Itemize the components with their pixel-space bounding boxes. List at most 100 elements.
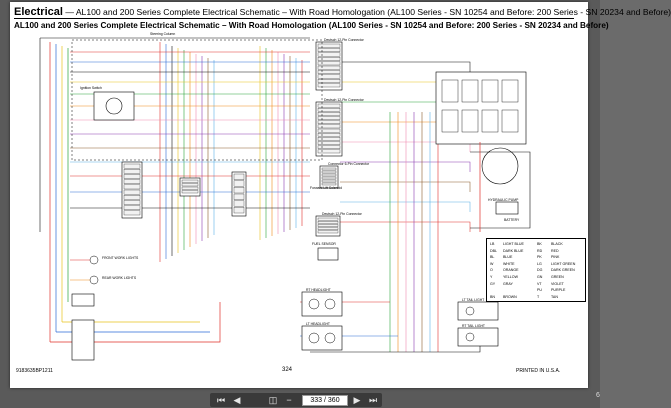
- legend-code: PU: [537, 288, 542, 293]
- legend-color-name: PURPLE: [551, 288, 566, 293]
- label-deutsch-connector-1: Deutsch 12-Pin Connector: [324, 38, 364, 42]
- legend-code: VT: [537, 281, 542, 286]
- connector-pin: [123, 189, 141, 195]
- connector-pin: [317, 65, 341, 70]
- connector-pin: [317, 103, 341, 108]
- zoom-out-icon: −: [286, 395, 292, 405]
- connector-pin: [317, 112, 341, 116]
- legend-color-name: RED: [551, 248, 559, 253]
- rt-headlight-box: [301, 291, 343, 317]
- next-page-button[interactable]: ▶: [350, 395, 364, 405]
- wire: [340, 161, 471, 172]
- connector-pin: [123, 169, 141, 174]
- connector-pin: [321, 173, 337, 177]
- connector-pin: [321, 170, 337, 174]
- connector-pin: [317, 70, 341, 74]
- legend-code: PK: [537, 255, 542, 260]
- headlight-lamp: [324, 298, 336, 310]
- legend-code: W: [490, 261, 494, 266]
- connector-pin: [181, 186, 199, 190]
- wire: [340, 61, 471, 72]
- connector-pin: [317, 221, 339, 224]
- connector-pin: [123, 163, 141, 169]
- headlight-lamp: [324, 332, 336, 344]
- tail-lamp: [465, 332, 475, 342]
- label-rt-tail-light: RT TAIL LIGHT: [462, 324, 485, 328]
- fit-page-icon: ◫: [268, 395, 278, 405]
- battery-symbol: [495, 201, 519, 215]
- connector-pin: [123, 210, 141, 216]
- connector-pin: [317, 145, 341, 149]
- legend-color-name: DARK GREEN: [551, 268, 575, 273]
- legend-color-name: BLUE: [503, 255, 513, 260]
- headlight-lamp: [308, 332, 320, 344]
- connector-pin: [321, 179, 337, 183]
- legend-color-name: BLACK: [551, 242, 563, 246]
- connector-pin: [181, 179, 199, 183]
- label-lt-tail-light: LT TAIL LIGHT: [462, 298, 485, 302]
- indicator-module: [461, 109, 479, 133]
- connector-pin: [233, 200, 245, 207]
- connector-pin: [321, 182, 337, 186]
- indicator-module: [501, 79, 519, 103]
- indicator-module: [481, 79, 499, 103]
- connector-pin: [317, 217, 339, 221]
- connector-pin: [123, 195, 141, 200]
- zoom-out-button[interactable]: −: [282, 395, 296, 405]
- schematic-subtitle: AL100 and 200 Series Complete Electrical…: [14, 21, 609, 30]
- fit-page-button[interactable]: ◫: [266, 395, 280, 405]
- first-page-button[interactable]: ⏮: [214, 395, 228, 405]
- steering-column-frame: [71, 39, 323, 161]
- connector-pin: [317, 57, 341, 61]
- connector-pin: [233, 173, 245, 180]
- indicator-module: [481, 109, 499, 133]
- wire: [340, 201, 471, 212]
- previous-page-button[interactable]: ◀: [230, 395, 244, 405]
- connector-pin: [317, 43, 341, 48]
- legend-code: GY: [490, 281, 496, 286]
- last-page-icon: ⏭: [368, 395, 378, 405]
- connector-pin: [317, 124, 341, 129]
- connector-pin: [233, 207, 245, 214]
- legend-color-name: TAN: [551, 294, 558, 299]
- section-title: Electrical: [14, 6, 63, 18]
- indicator-module: [501, 109, 519, 133]
- next-page-edge-number: 6: [596, 392, 600, 399]
- page-title: Electrical — AL100 and 200 Series Comple…: [14, 6, 671, 18]
- front-work-light-lamp: [89, 255, 99, 265]
- hydraulic-pump-symbol: [481, 147, 519, 185]
- label-lt-headlight: LT HEADLIGHT: [306, 322, 330, 326]
- previous-icon: ◀: [233, 395, 241, 405]
- legend-color-name: GREEN: [551, 275, 564, 279]
- connector-pin: [317, 133, 341, 137]
- connector-pin: [317, 48, 341, 52]
- tail-lamp: [465, 306, 475, 316]
- connector-pin: [317, 224, 339, 227]
- indicator-module: [441, 79, 459, 103]
- connector-pin: [317, 61, 341, 66]
- next-icon: ▶: [353, 395, 361, 405]
- legend-code: BL: [490, 255, 495, 260]
- connector-pin: [317, 108, 341, 112]
- connector-pin: [317, 52, 341, 57]
- electrical-schematic: [39, 37, 531, 361]
- legend-code: RD: [537, 248, 543, 253]
- wire: [340, 181, 471, 192]
- connector-pin: [317, 120, 341, 124]
- connector-pin: [181, 183, 199, 187]
- connector-pin: [317, 141, 341, 145]
- label-forward-lift-solenoid: Forward Lift Solenoid: [310, 186, 343, 190]
- connector-pin: [317, 227, 339, 230]
- legend-code: DG: [537, 268, 543, 273]
- legend-code: BK: [537, 242, 542, 246]
- page-number-field[interactable]: 333 / 360: [302, 395, 348, 406]
- legend-color-name: BROWN: [503, 294, 517, 299]
- last-page-button[interactable]: ⏭: [366, 395, 380, 405]
- label-battery: BATTERY: [504, 218, 520, 222]
- headlight-lamp: [308, 298, 320, 310]
- label-rt-headlight: RT HEADLIGHT: [306, 288, 331, 292]
- legend-color-name: LIGHT GREEN: [551, 261, 576, 266]
- footer-page-number: 324: [282, 367, 293, 373]
